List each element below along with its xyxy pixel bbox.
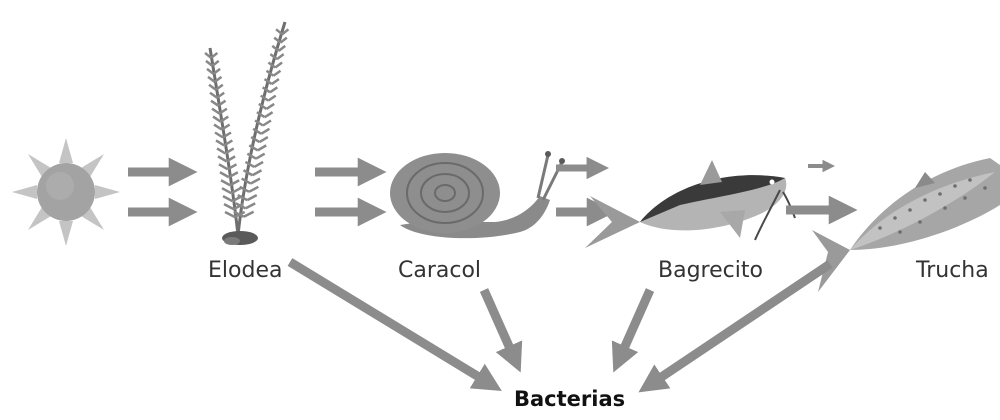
elodea-leaf: [212, 109, 219, 114]
trout-spot: [963, 196, 967, 200]
sun-icon: [12, 138, 120, 246]
elodea-leaf: [263, 121, 271, 126]
elodea-leaf: [246, 203, 256, 208]
elodea-leaf: [275, 62, 282, 67]
arrow-bagrecito-to-trucha: [786, 166, 846, 210]
trout-spot: [943, 206, 947, 210]
label-elodea: Elodea: [208, 258, 282, 283]
arrow-sun-to-elodea: [128, 172, 186, 212]
elodea-leaf: [279, 46, 286, 51]
snail-icon: [390, 151, 565, 238]
elodea-leaf: [277, 54, 284, 59]
catfish-icon: [585, 160, 795, 248]
trout-spot: [953, 184, 957, 188]
elodea-leaf: [215, 133, 223, 138]
elodea-leaf: [218, 156, 227, 161]
label-bacterias: Bacterias: [514, 387, 625, 411]
elodea-leaf: [251, 179, 260, 184]
elodea-leaf: [219, 164, 228, 169]
label-caracol: Caracol: [398, 258, 481, 283]
elodea-leaf: [213, 117, 221, 122]
trout-spot: [938, 192, 942, 196]
elodea-leaf: [272, 79, 279, 84]
elodea-leaf: [225, 212, 235, 217]
elodea-leaf: [267, 104, 275, 109]
elodea-leaf: [254, 162, 263, 167]
label-trucha: Trucha: [916, 258, 989, 283]
elodea-leaf: [224, 204, 234, 209]
elodea-leaf: [256, 154, 265, 159]
elodea-leaf: [253, 170, 262, 175]
elodea-leaf: [217, 148, 225, 153]
trout-spot: [878, 226, 882, 230]
trout-spot: [893, 216, 897, 220]
trout-spot: [968, 178, 972, 182]
trout-spot: [918, 220, 922, 224]
elodea-leaf: [265, 112, 273, 117]
elodea-leaf: [274, 71, 281, 76]
elodea-leaf: [249, 187, 258, 192]
trout-spot: [898, 230, 902, 234]
elodea-leaf: [244, 212, 254, 217]
elodea-leaf: [214, 125, 222, 130]
label-bagrecito: Bagrecito: [658, 258, 763, 283]
elodea-leaf: [260, 137, 268, 142]
elodea-plant-icon: [205, 22, 288, 245]
elodea-leaf: [216, 140, 224, 145]
trout-spot: [908, 208, 912, 212]
elodea-leaf: [220, 172, 229, 177]
elodea-leaf: [247, 195, 257, 200]
trout-spot: [983, 186, 987, 190]
elodea-leaf: [268, 96, 276, 101]
trout-spot: [923, 198, 927, 202]
elodea-leaf: [258, 145, 267, 150]
elodea-leaf: [221, 180, 230, 185]
elodea-leaf: [261, 129, 269, 134]
elodea-leaf: [223, 196, 232, 201]
arrow-elodea-to-caracol: [315, 172, 375, 212]
elodea-leaf: [222, 188, 231, 193]
arrow-caracol-to-bagrecito: [556, 168, 604, 212]
elodea-leaf: [270, 87, 277, 92]
